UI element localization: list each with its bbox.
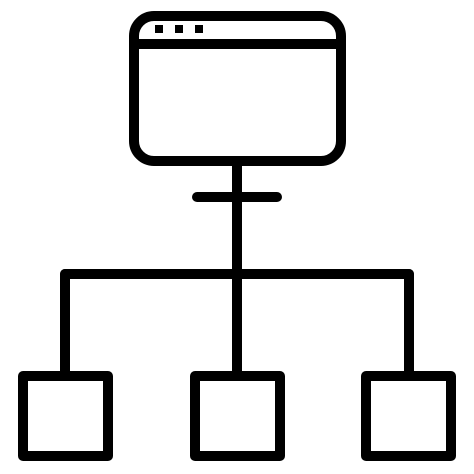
browser-window-frame (129, 11, 346, 166)
window-dot-1 (155, 25, 163, 33)
child-box-center (190, 371, 285, 461)
child-box-right (361, 371, 456, 461)
child-box-left (18, 371, 113, 461)
window-dot-2 (175, 25, 183, 33)
window-dot-3 (195, 25, 203, 33)
